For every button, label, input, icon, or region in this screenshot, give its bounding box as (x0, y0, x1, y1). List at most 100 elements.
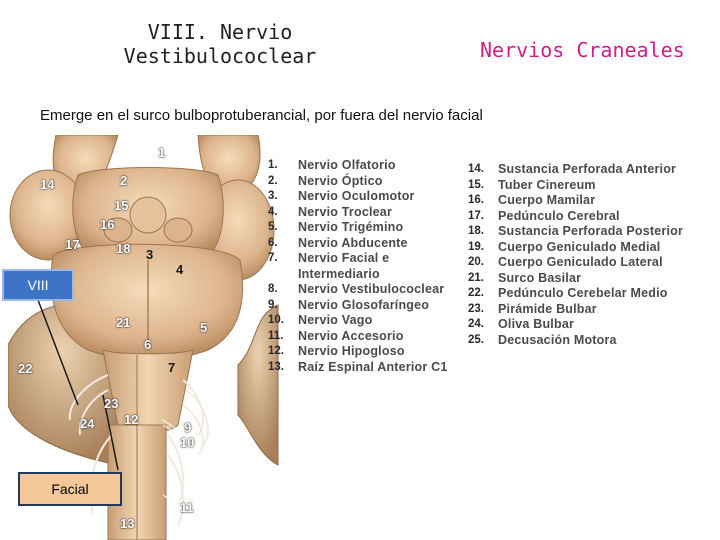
legend-item-number: 4. (268, 205, 298, 221)
figure-number-22: 22 (18, 361, 32, 376)
slide-title-line-2: Vestibulococlear (110, 44, 330, 68)
legend-item-label: Nervio Glosofaríngeo (298, 298, 429, 314)
legend-item-number: 12. (268, 344, 298, 360)
figure-number-13: 13 (120, 516, 134, 531)
legend-item-number: 24. (468, 317, 498, 333)
figure-number-21: 21 (116, 315, 130, 330)
legend-item: 21.Surco Basilar (468, 271, 688, 287)
legend-item: 8.Nervio Vestibulococlear (268, 282, 458, 298)
legend-item-label: Decusación Motora (498, 333, 617, 349)
legend-item-label: Sustancia Perforada Anterior (498, 162, 676, 178)
figure-number-23: 23 (104, 396, 118, 411)
subtitle: Emerge en el surco bulboprotuberancial, … (40, 107, 483, 124)
legend-item-label: Nervio Oculomotor (298, 189, 415, 205)
legend-item-label: Tuber Cinereum (498, 178, 596, 194)
legend-item: 2.Nervio Óptico (268, 174, 458, 190)
legend-item: 6.Nervio Abducente (268, 236, 458, 252)
legend-item-number: 17. (468, 209, 498, 225)
legend-item-number: 13. (268, 360, 298, 376)
legend-item-number: 23. (468, 302, 498, 318)
legend-item-number: 10. (268, 313, 298, 329)
legend-item-number: 19. (468, 240, 498, 256)
legend-item-label: Nervio Accesorio (298, 329, 404, 345)
legend-item-number: 18. (468, 224, 498, 240)
legend-item-number: 2. (268, 174, 298, 190)
section-title: Nervios Craneales (480, 38, 685, 62)
legend-list-right: 14.Sustancia Perforada Anterior 15.Tuber… (468, 162, 688, 348)
legend-item-label: Pedúnculo Cerebelar Medio (498, 286, 668, 302)
figure-number-1: 1 (158, 145, 165, 160)
legend-item-number: 25. (468, 333, 498, 349)
legend-item: 7.Nervio Facial e Intermediario (268, 251, 458, 282)
legend-item-label: Nervio Facial e Intermediario (298, 251, 458, 282)
legend-item-label: Raíz Espinal Anterior C1 (298, 360, 448, 376)
legend-item-label: Nervio Vestibulococlear (298, 282, 444, 298)
subtitle-suffix: , por fuera del nervio facial (306, 107, 483, 124)
legend-item-label: Surco Basilar (498, 271, 581, 287)
legend-item-label: Sustancia Perforada Posterior (498, 224, 683, 240)
legend-item-label: Pirámide Bulbar (498, 302, 597, 318)
slide-title: VIII. Nervio Vestibulococlear (110, 20, 330, 68)
legend-item: 3.Nervio Oculomotor (268, 189, 458, 205)
legend-item: 13.Raíz Espinal Anterior C1 (268, 360, 458, 376)
legend-item-number: 16. (468, 193, 498, 209)
figure-number-7: 7 (168, 360, 175, 375)
legend-item-label: Nervio Trigémino (298, 220, 403, 236)
figure-number-2: 2 (120, 173, 127, 188)
legend-item-number: 14. (468, 162, 498, 178)
subtitle-prefix: Emerge en el (40, 107, 133, 124)
legend-item: 20.Cuerpo Geniculado Lateral (468, 255, 688, 271)
figure-number-14: 14 (40, 177, 54, 192)
legend-item-label: Oliva Bulbar (498, 317, 574, 333)
figure-number-16: 16 (100, 217, 114, 232)
legend-item-number: 22. (468, 286, 498, 302)
legend-item-label: Nervio Troclear (298, 205, 392, 221)
legend-item-label: Cuerpo Mamilar (498, 193, 595, 209)
legend-item-number: 6. (268, 236, 298, 252)
figure-number-11: 11 (180, 500, 194, 515)
legend-item: 10.Nervio Vago (268, 313, 458, 329)
legend-item-label: Nervio Abducente (298, 236, 408, 252)
legend-item: 25.Decusación Motora (468, 333, 688, 349)
legend-item-number: 7. (268, 251, 298, 267)
figure-number-4: 4 (176, 262, 183, 277)
legend-item: 16.Cuerpo Mamilar (468, 193, 688, 209)
legend-item-label: Nervio Óptico (298, 174, 383, 190)
figure-number-12: 12 (124, 412, 138, 427)
legend-item: 17.Pedúnculo Cerebral (468, 209, 688, 225)
figure-number-6: 6 (144, 337, 151, 352)
legend-list-left: 1.Nervio Olfatorio 2.Nervio Óptico 3.Ner… (268, 158, 458, 375)
legend-item-label: Nervio Vago (298, 313, 372, 329)
legend-item: 18.Sustancia Perforada Posterior (468, 224, 688, 240)
legend-item-label: Pedúnculo Cerebral (498, 209, 620, 225)
figure-number-9: 9 (184, 420, 191, 435)
legend-item-number: 15. (468, 178, 498, 194)
legend-item: 12.Nervio Hipogloso (268, 344, 458, 360)
legend-item-label: Nervio Olfatorio (298, 158, 396, 174)
figure-number-18: 18 (116, 241, 130, 256)
legend-item-number: 21. (468, 271, 498, 287)
legend-item: 14.Sustancia Perforada Anterior (468, 162, 688, 178)
legend-item-number: 9. (268, 298, 298, 314)
legend-item: 15.Tuber Cinereum (468, 178, 688, 194)
legend-item: 5.Nervio Trigémino (268, 220, 458, 236)
legend-item-number: 20. (468, 255, 498, 271)
facial-callout-box: Facial (18, 472, 122, 506)
legend-item-number: 11. (268, 329, 298, 345)
legend-item: 9.Nervio Glosofaríngeo (268, 298, 458, 314)
legend-item: 11.Nervio Accesorio (268, 329, 458, 345)
legend-item-label: Cuerpo Geniculado Lateral (498, 255, 663, 271)
legend-item-number: 3. (268, 189, 298, 205)
figure-number-5: 5 (200, 320, 207, 335)
slide-title-line-1: VIII. Nervio (110, 20, 330, 44)
figure-number-3: 3 (146, 247, 153, 262)
figure-number-10: 10 (180, 435, 194, 450)
legend-item-label: Cuerpo Geniculado Medial (498, 240, 660, 256)
legend-item: 4.Nervio Troclear (268, 205, 458, 221)
figure-number-24: 24 (80, 416, 94, 431)
viii-callout-box: VIII (2, 269, 74, 301)
legend-item: 19.Cuerpo Geniculado Medial (468, 240, 688, 256)
legend-item-number: 8. (268, 282, 298, 298)
legend-item: 24.Oliva Bulbar (468, 317, 688, 333)
legend-item-label: Nervio Hipogloso (298, 344, 405, 360)
